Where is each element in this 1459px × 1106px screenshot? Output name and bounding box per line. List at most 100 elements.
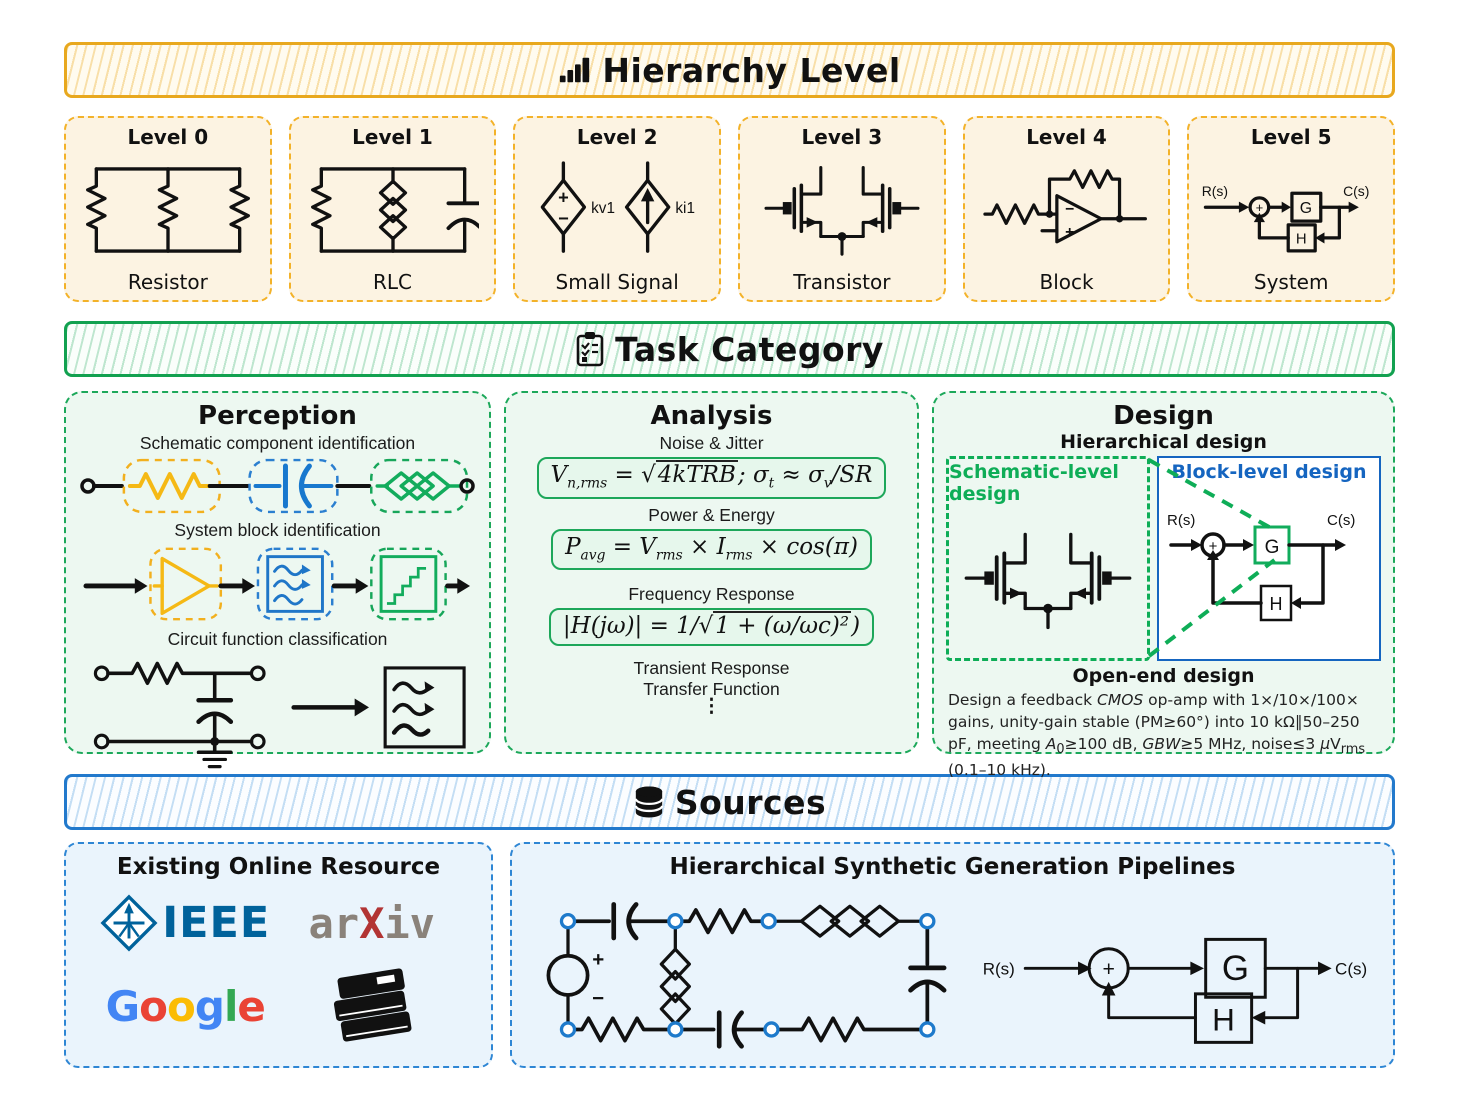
logo-grid: IEEE arXiv Google [76,894,481,1046]
analysis-ellipsis: ⋮ [702,696,721,718]
differential-pair-schematic [764,165,920,256]
hierarchy-level-banner: Hierarchy Level [64,42,1395,98]
existing-online-resource-title: Existing Online Resource [116,854,441,880]
google-letter: o [167,981,196,1031]
google-letter: l [223,981,238,1031]
ki-label: ki1 [676,199,696,216]
sources-row: Existing Online Resource IEEE arXiv Goog… [64,842,1395,1068]
kv-plus: + [558,187,569,207]
perception-item-2: System block identification [174,520,381,540]
google-letter: G [105,981,140,1031]
synthetic-circuit-schematic: + − [546,902,947,1049]
l5-c-label: C(s) [1343,183,1369,199]
level-1-label: RLC [373,270,413,294]
level-4-diagram: − + [977,149,1157,270]
synth-r-label: R(s) [982,959,1014,978]
task-banner-title: Task Category [615,329,884,369]
synth-c-label: C(s) [1335,959,1367,978]
hierarchy-levels-row: Level 0 Resistor Level 1 [64,116,1396,302]
frequency-response-formula: |H(jω)| = 1/√1 + (ω/ωc)²) [548,608,875,647]
level-5-box: Level 5 R(s) C(s) + G [1187,116,1396,302]
clipboard-checklist-icon [576,332,604,367]
synth-g: G [1222,949,1249,988]
block-level-design-label: Block-level design [1171,461,1367,483]
noise-jitter-formula: Vn,rms = √4kTRB; σt ≈ σv/SR [536,457,887,499]
synth-h: H [1212,1002,1235,1037]
task-category-row: Perception Schematic component identific… [64,391,1395,779]
level-0-title: Level 0 [127,125,209,149]
design-sum: + [1209,538,1218,555]
level-4-title: Level 4 [1026,125,1107,149]
arxiv-post: iv [384,898,435,948]
level-5-diagram: R(s) C(s) + G H [1198,149,1384,270]
parallel-resistors-schematic [85,166,250,253]
frequency-response-label: Frequency Response [628,584,795,605]
block-identification-diagram [83,547,471,621]
level-0-label: Resistor [127,270,208,294]
l5-g: G [1300,199,1312,216]
synthetic-pipelines-box: Hierarchical Synthetic Generation Pipeli… [510,842,1395,1068]
component-identification-diagram [80,458,475,514]
level-3-box: Level 3 Transistor [738,116,946,302]
level-1-diagram [307,149,479,270]
design-c-label: C(s) [1327,512,1355,529]
open-end-design-text: Design a feedback CMOS op-amp with 1×/10… [948,691,1366,780]
google-logo: Google [105,981,266,1031]
perception-item-3: Circuit function classification [167,629,388,649]
schematic-level-design-label: Schematic-level design [949,461,1119,505]
level-1-title: Level 1 [352,125,433,149]
opamp-block-schematic: − + [982,168,1147,243]
perception-box: Perception Schematic component identific… [64,391,491,769]
schematic-level-design-box: Schematic-level design [946,456,1150,661]
l5-sum: + [1256,199,1264,214]
feedback-system-diagram: R(s) C(s) + G H [1202,183,1370,253]
synthetic-block-diagram: R(s) C(s) + G H [982,937,1367,1044]
synthetic-pipelines-title: Hierarchical Synthetic Generation Pipeli… [669,854,1236,880]
arxiv-pre: ar [308,898,360,948]
hierarchical-design-label: Hierarchical design [1060,431,1267,453]
level-0-box: Level 0 Resistor [64,116,272,302]
level-5-title: Level 5 [1250,125,1332,149]
level-4-label: Block [1039,270,1094,294]
perception-item-1: Schematic component identification [139,433,416,453]
noise-jitter-label: Noise & Jitter [659,433,764,453]
analysis-title: Analysis [650,401,773,431]
books-icon [333,968,412,1042]
sources-banner: Sources [64,774,1395,830]
level-2-label: Small Signal [555,270,679,294]
design-h: H [1270,594,1283,614]
level-2-box: Level 2 + − kv1 ki1 Small Signal [513,116,722,302]
design-title: Design [1113,401,1214,431]
hierarchy-banner-title: Hierarchy Level [602,50,901,90]
level-4-box: Level 4 − + Block [962,116,1171,302]
existing-online-resource-box: Existing Online Resource IEEE arXiv Goog… [64,842,493,1068]
design-r-label: R(s) [1167,512,1195,529]
google-letter: g [194,981,225,1031]
block-level-feedback-diagram: R(s) C(s) + G H [1167,512,1355,622]
level-5-label: System [1253,270,1329,294]
arxiv-x: X [359,898,385,948]
ieee-wordmark: IEEE [162,898,271,948]
block-level-design-box: Block-level design R(s) C(s) + G H [1157,456,1381,661]
source-minus: − [593,987,605,1010]
ieee-logo: IEEE [100,894,270,952]
opamp-minus: − [1065,201,1074,218]
transfer-function-label: Transfer Function [643,679,780,700]
power-energy-label: Power & Energy [648,504,775,525]
design-box: Design Hierarchical design Schematic-lev… [932,391,1395,779]
level-0-diagram [82,149,254,270]
source-plus: + [593,948,605,971]
open-end-design-label: Open-end design [1072,665,1255,687]
ieee-diamond-icon [100,894,158,952]
perception-title: Perception [198,401,357,431]
level-3-title: Level 3 [801,125,883,149]
l5-r-label: R(s) [1202,183,1228,199]
level-2-diagram: + − kv1 ki1 [527,149,707,270]
opamp-plus: + [1065,224,1074,241]
synthetic-pipelines-content: + − [522,882,1383,1064]
power-energy-formula: Pavg = Vrms × Irms × cos(π) [551,528,872,571]
hierarchical-design-row: Schematic-level design [946,456,1381,661]
task-category-banner: Task Category [64,321,1395,377]
level-3-diagram [752,149,932,270]
